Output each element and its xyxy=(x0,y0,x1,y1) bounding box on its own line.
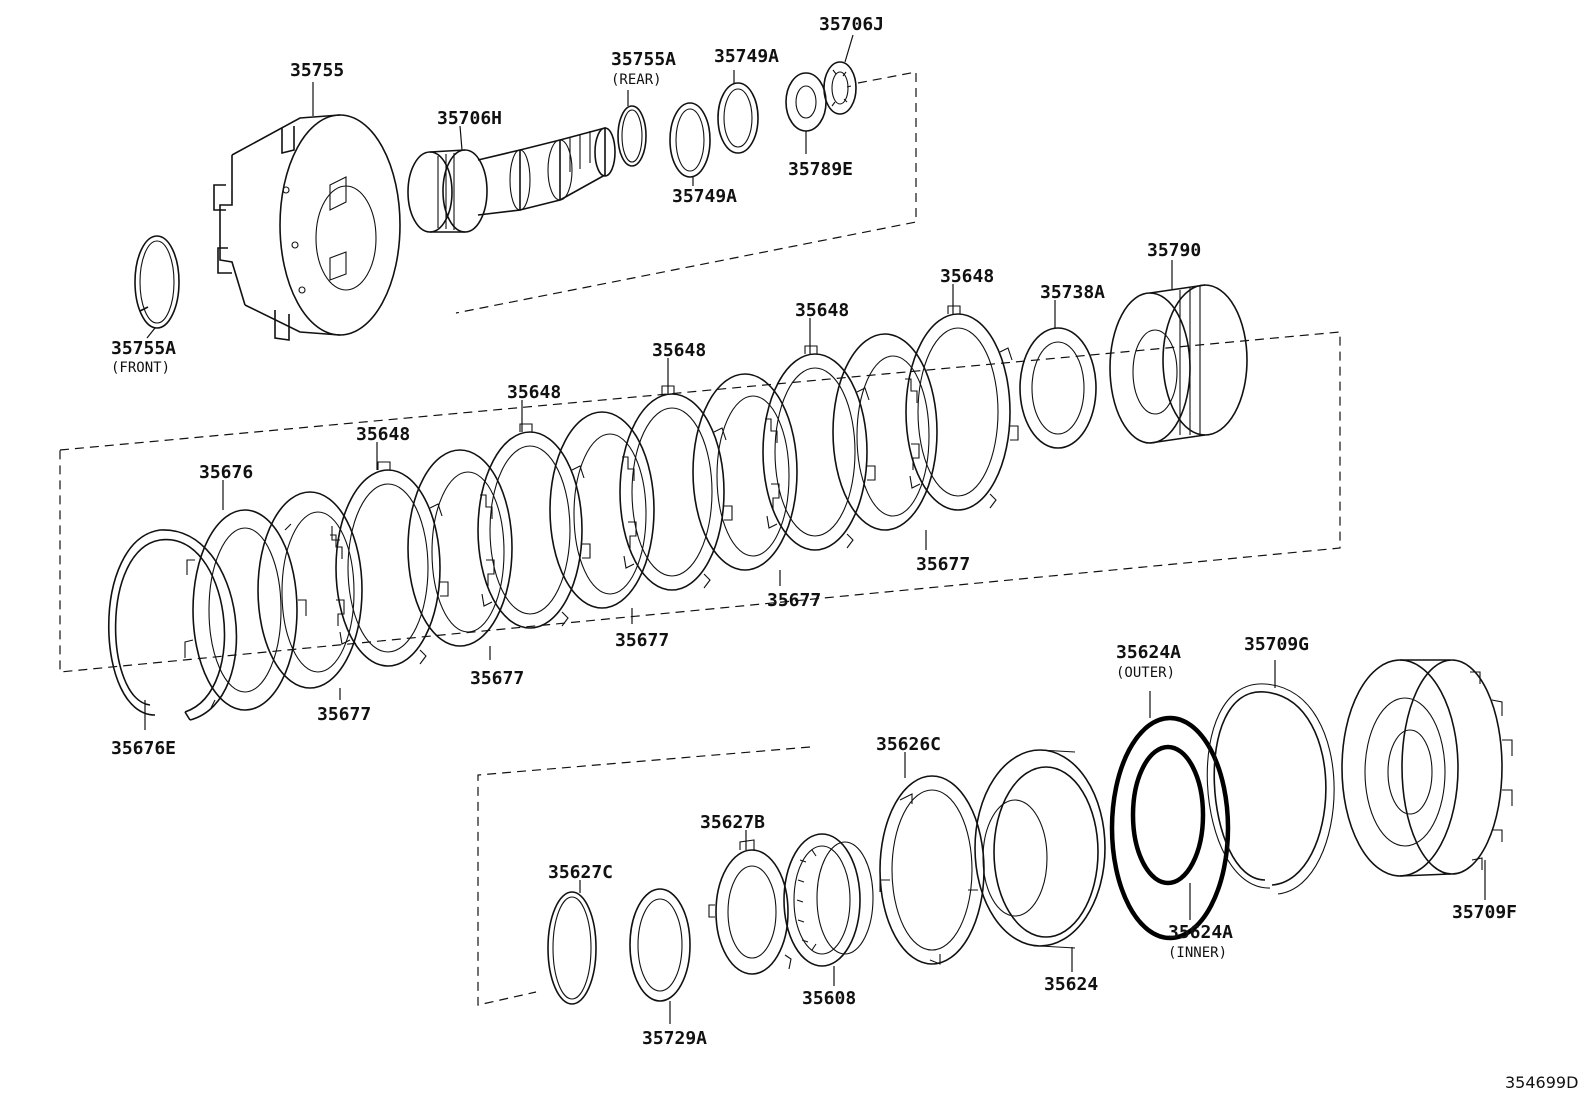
label-35624: 35624 xyxy=(1044,974,1098,995)
part-35676-flange-plate xyxy=(184,509,307,711)
label-35706H: 35706H xyxy=(437,108,502,129)
part-35624A-outer-o-ring xyxy=(1109,715,1231,941)
part-35706H-shaft xyxy=(407,126,616,233)
part-35677-disc-3 xyxy=(549,411,655,609)
label-35608: 35608 xyxy=(802,988,856,1009)
part-35627B-retainer xyxy=(708,839,792,975)
label-35626C: 35626C xyxy=(876,734,941,755)
part-35648-plate-1 xyxy=(331,461,449,667)
part-35709G-snap-ring xyxy=(1206,683,1335,895)
part-35706J-thrust-bearing xyxy=(823,61,857,115)
clutch-pack-parts xyxy=(107,260,1248,730)
middle-group-frame xyxy=(59,331,1341,673)
label-35755A-rear: 35755A xyxy=(611,49,676,70)
part-35648-plate-3 xyxy=(619,385,733,591)
label-35677-e: 35677 xyxy=(317,704,371,725)
label-35749A-bottom: 35749A xyxy=(672,186,737,207)
label-35677-a: 35677 xyxy=(916,554,970,575)
label-35729A: 35729A xyxy=(642,1028,707,1049)
upper-row-parts xyxy=(134,34,857,341)
label-35624A-inner-note: (INNER) xyxy=(1168,945,1227,961)
part-35624-piston xyxy=(974,749,1106,949)
label-35648-c: 35648 xyxy=(652,340,706,361)
label-35677-d: 35677 xyxy=(470,668,524,689)
part-35790-clutch-hub xyxy=(1109,284,1248,444)
part-35755A-rear-snap-ring xyxy=(617,105,647,167)
part-35738A-bearing-race xyxy=(1019,327,1097,449)
part-35749A-seal-ring-b xyxy=(717,82,759,154)
label-35706J: 35706J xyxy=(819,14,884,35)
upper-group-frame xyxy=(455,71,917,314)
label-35648-b: 35648 xyxy=(795,300,849,321)
part-35626C-spring-retainer xyxy=(879,775,985,965)
part-35676E-snap-ring xyxy=(107,529,238,721)
label-35648-d: 35648 xyxy=(507,382,561,403)
label-35755A-rear-note: (REAR) xyxy=(611,72,662,88)
part-35648-plate-5 xyxy=(905,305,1019,511)
label-35624A-outer-note: (OUTER) xyxy=(1116,665,1175,681)
part-35627C-snap-ring xyxy=(547,891,597,1005)
label-35709G: 35709G xyxy=(1244,634,1309,655)
part-35677-disc-2 xyxy=(407,449,513,647)
part-35729A-washer xyxy=(629,888,691,1002)
group-frames xyxy=(59,71,1341,1006)
label-35624A-outer: 35624A xyxy=(1116,642,1181,663)
label-35624A-inner: 35624A xyxy=(1168,922,1233,943)
part-35755-clutch-drum xyxy=(213,114,401,341)
lower-row-parts xyxy=(547,659,1513,1024)
part-35677-disc-1 xyxy=(257,491,363,689)
part-35608-one-way-clutch xyxy=(783,833,874,967)
label-35676E: 35676E xyxy=(111,738,176,759)
label-35789E: 35789E xyxy=(788,159,853,180)
part-35648-plate-4 xyxy=(762,345,876,551)
part-35677-disc-4 xyxy=(692,373,798,571)
label-35627B: 35627B xyxy=(700,812,765,833)
label-35755: 35755 xyxy=(290,60,344,81)
label-35755A-front-note: (FRONT) xyxy=(111,360,170,376)
label-35749A-top: 35749A xyxy=(714,46,779,67)
label-35648-e: 35648 xyxy=(356,424,410,445)
diagram-reference-number: 354699D xyxy=(1505,1073,1578,1092)
label-35709F: 35709F xyxy=(1452,902,1517,923)
part-35624A-inner-o-ring xyxy=(1130,744,1206,886)
label-35790: 35790 xyxy=(1147,240,1201,261)
label-35627C: 35627C xyxy=(548,862,613,883)
part-35755A-front-snap-ring xyxy=(134,235,180,329)
part-35789E-bearing-race xyxy=(785,72,827,132)
part-labels: 35755 35706H 35755A (REAR) 35749A 35706J… xyxy=(111,14,1578,1092)
label-35648-a: 35648 xyxy=(940,266,994,287)
part-35709F-clutch-drum xyxy=(1341,659,1513,877)
part-35648-plate-2 xyxy=(477,423,591,629)
label-35676: 35676 xyxy=(199,462,253,483)
part-35749A-seal-ring-a xyxy=(669,102,711,178)
lower-group-frame xyxy=(477,746,811,1006)
part-35677-disc-5 xyxy=(832,333,938,531)
label-35677-b: 35677 xyxy=(767,590,821,611)
label-35677-c: 35677 xyxy=(615,630,669,651)
label-35738A: 35738A xyxy=(1040,282,1105,303)
label-35755A-front: 35755A xyxy=(111,338,176,359)
